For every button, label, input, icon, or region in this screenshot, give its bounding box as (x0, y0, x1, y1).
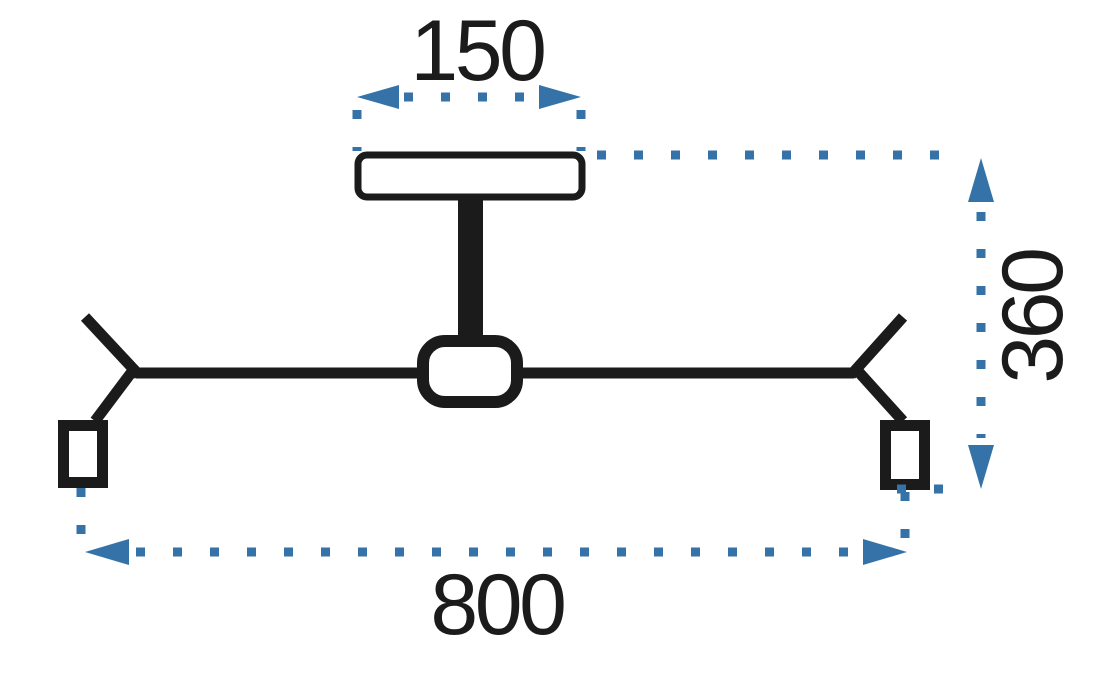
arrow-right-icon (539, 85, 581, 109)
left-upper-arm (80, 313, 144, 379)
fixture-outline (58, 151, 930, 490)
arrow-left-icon (85, 539, 129, 565)
arrow-down-icon (968, 445, 994, 489)
lamp-center-body (417, 335, 523, 408)
dimension-fixture-height: 360 (597, 150, 1081, 494)
arrow-right-icon (863, 539, 907, 565)
dimension-canopy-width: 150 (352, 3, 586, 151)
right-lamp-socket (880, 420, 930, 490)
arrow-left-icon (357, 85, 399, 109)
lamp-stem (458, 197, 483, 342)
canopy-width-label: 150 (410, 3, 544, 99)
right-upper-arm (846, 313, 908, 379)
left-lower-arm (90, 365, 139, 425)
dimension-fixture-width: 800 (76, 488, 910, 653)
ceiling-canopy-plate (354, 151, 586, 201)
arrow-up-icon (968, 158, 994, 202)
right-lower-arm (851, 365, 908, 425)
left-lamp-socket (58, 420, 108, 488)
fixture-width-label: 800 (430, 557, 564, 653)
fixture-height-label: 360 (985, 250, 1081, 384)
